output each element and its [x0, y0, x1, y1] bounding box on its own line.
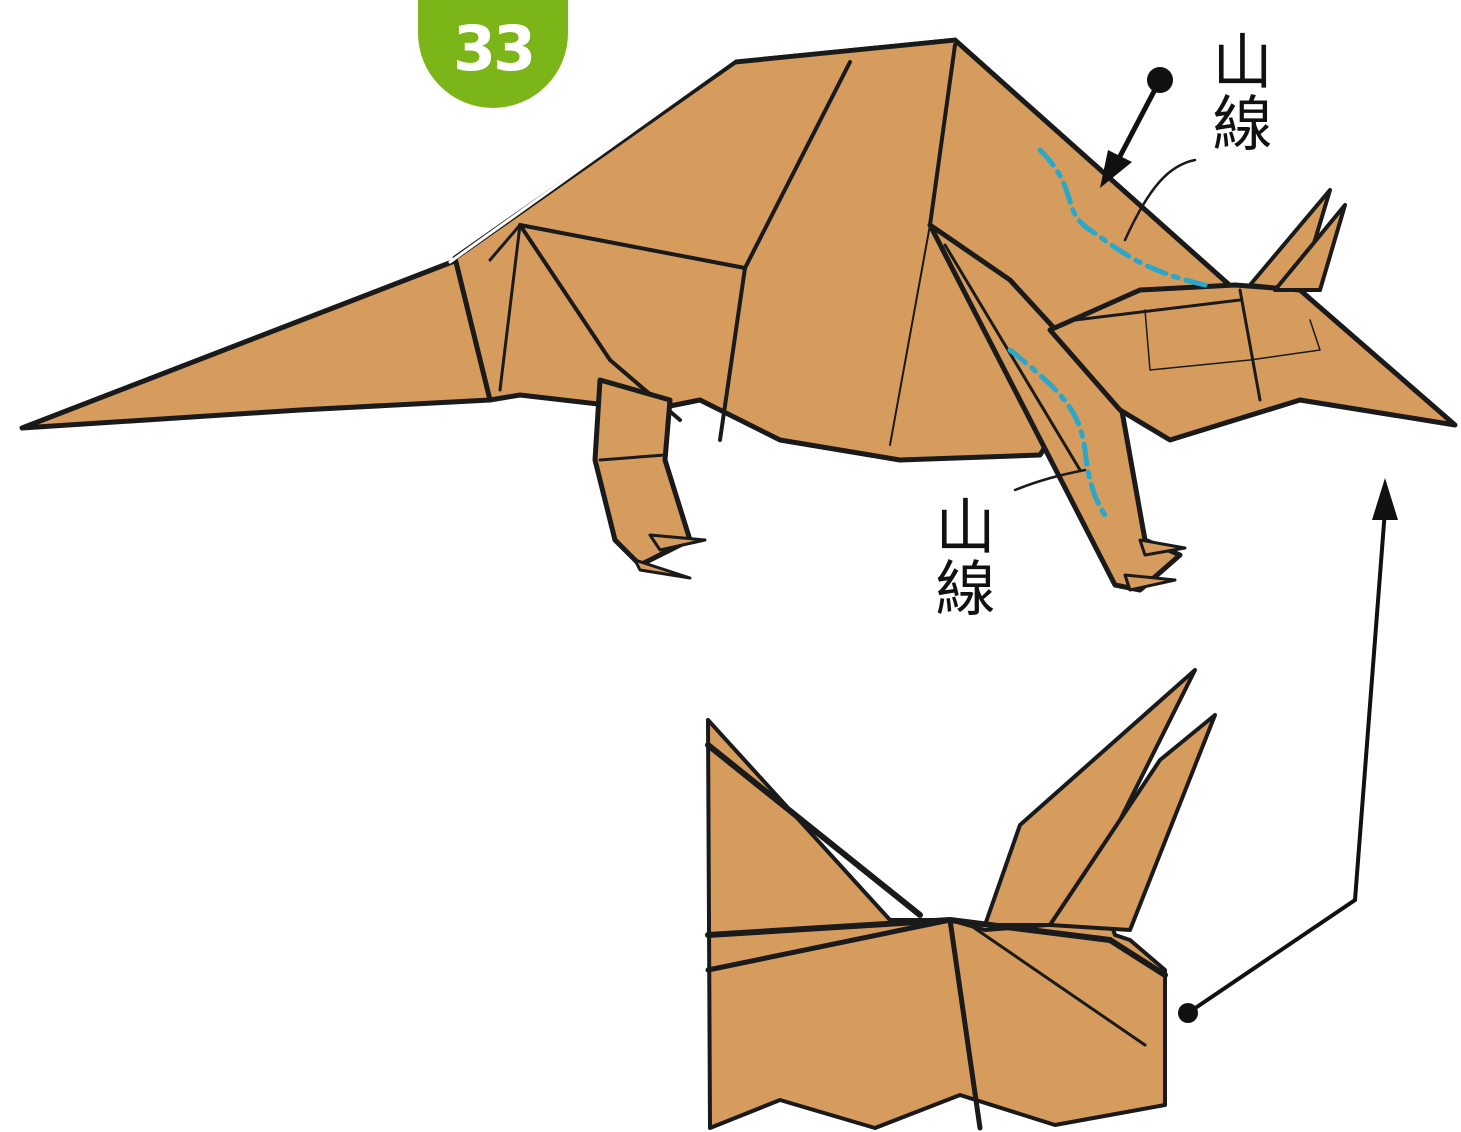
- curved-callout-arrow-icon: [1178, 478, 1398, 1023]
- front-claw-2: [1125, 575, 1175, 590]
- tail: [22, 235, 520, 428]
- top-mountain-fold-label: 山線: [1205, 30, 1268, 154]
- pointing-arrow-icon: [1100, 67, 1173, 188]
- bottom-mountain-fold-label: 山線: [928, 495, 991, 619]
- head-detail-inset: [708, 670, 1215, 1128]
- back-claw-2: [635, 560, 690, 578]
